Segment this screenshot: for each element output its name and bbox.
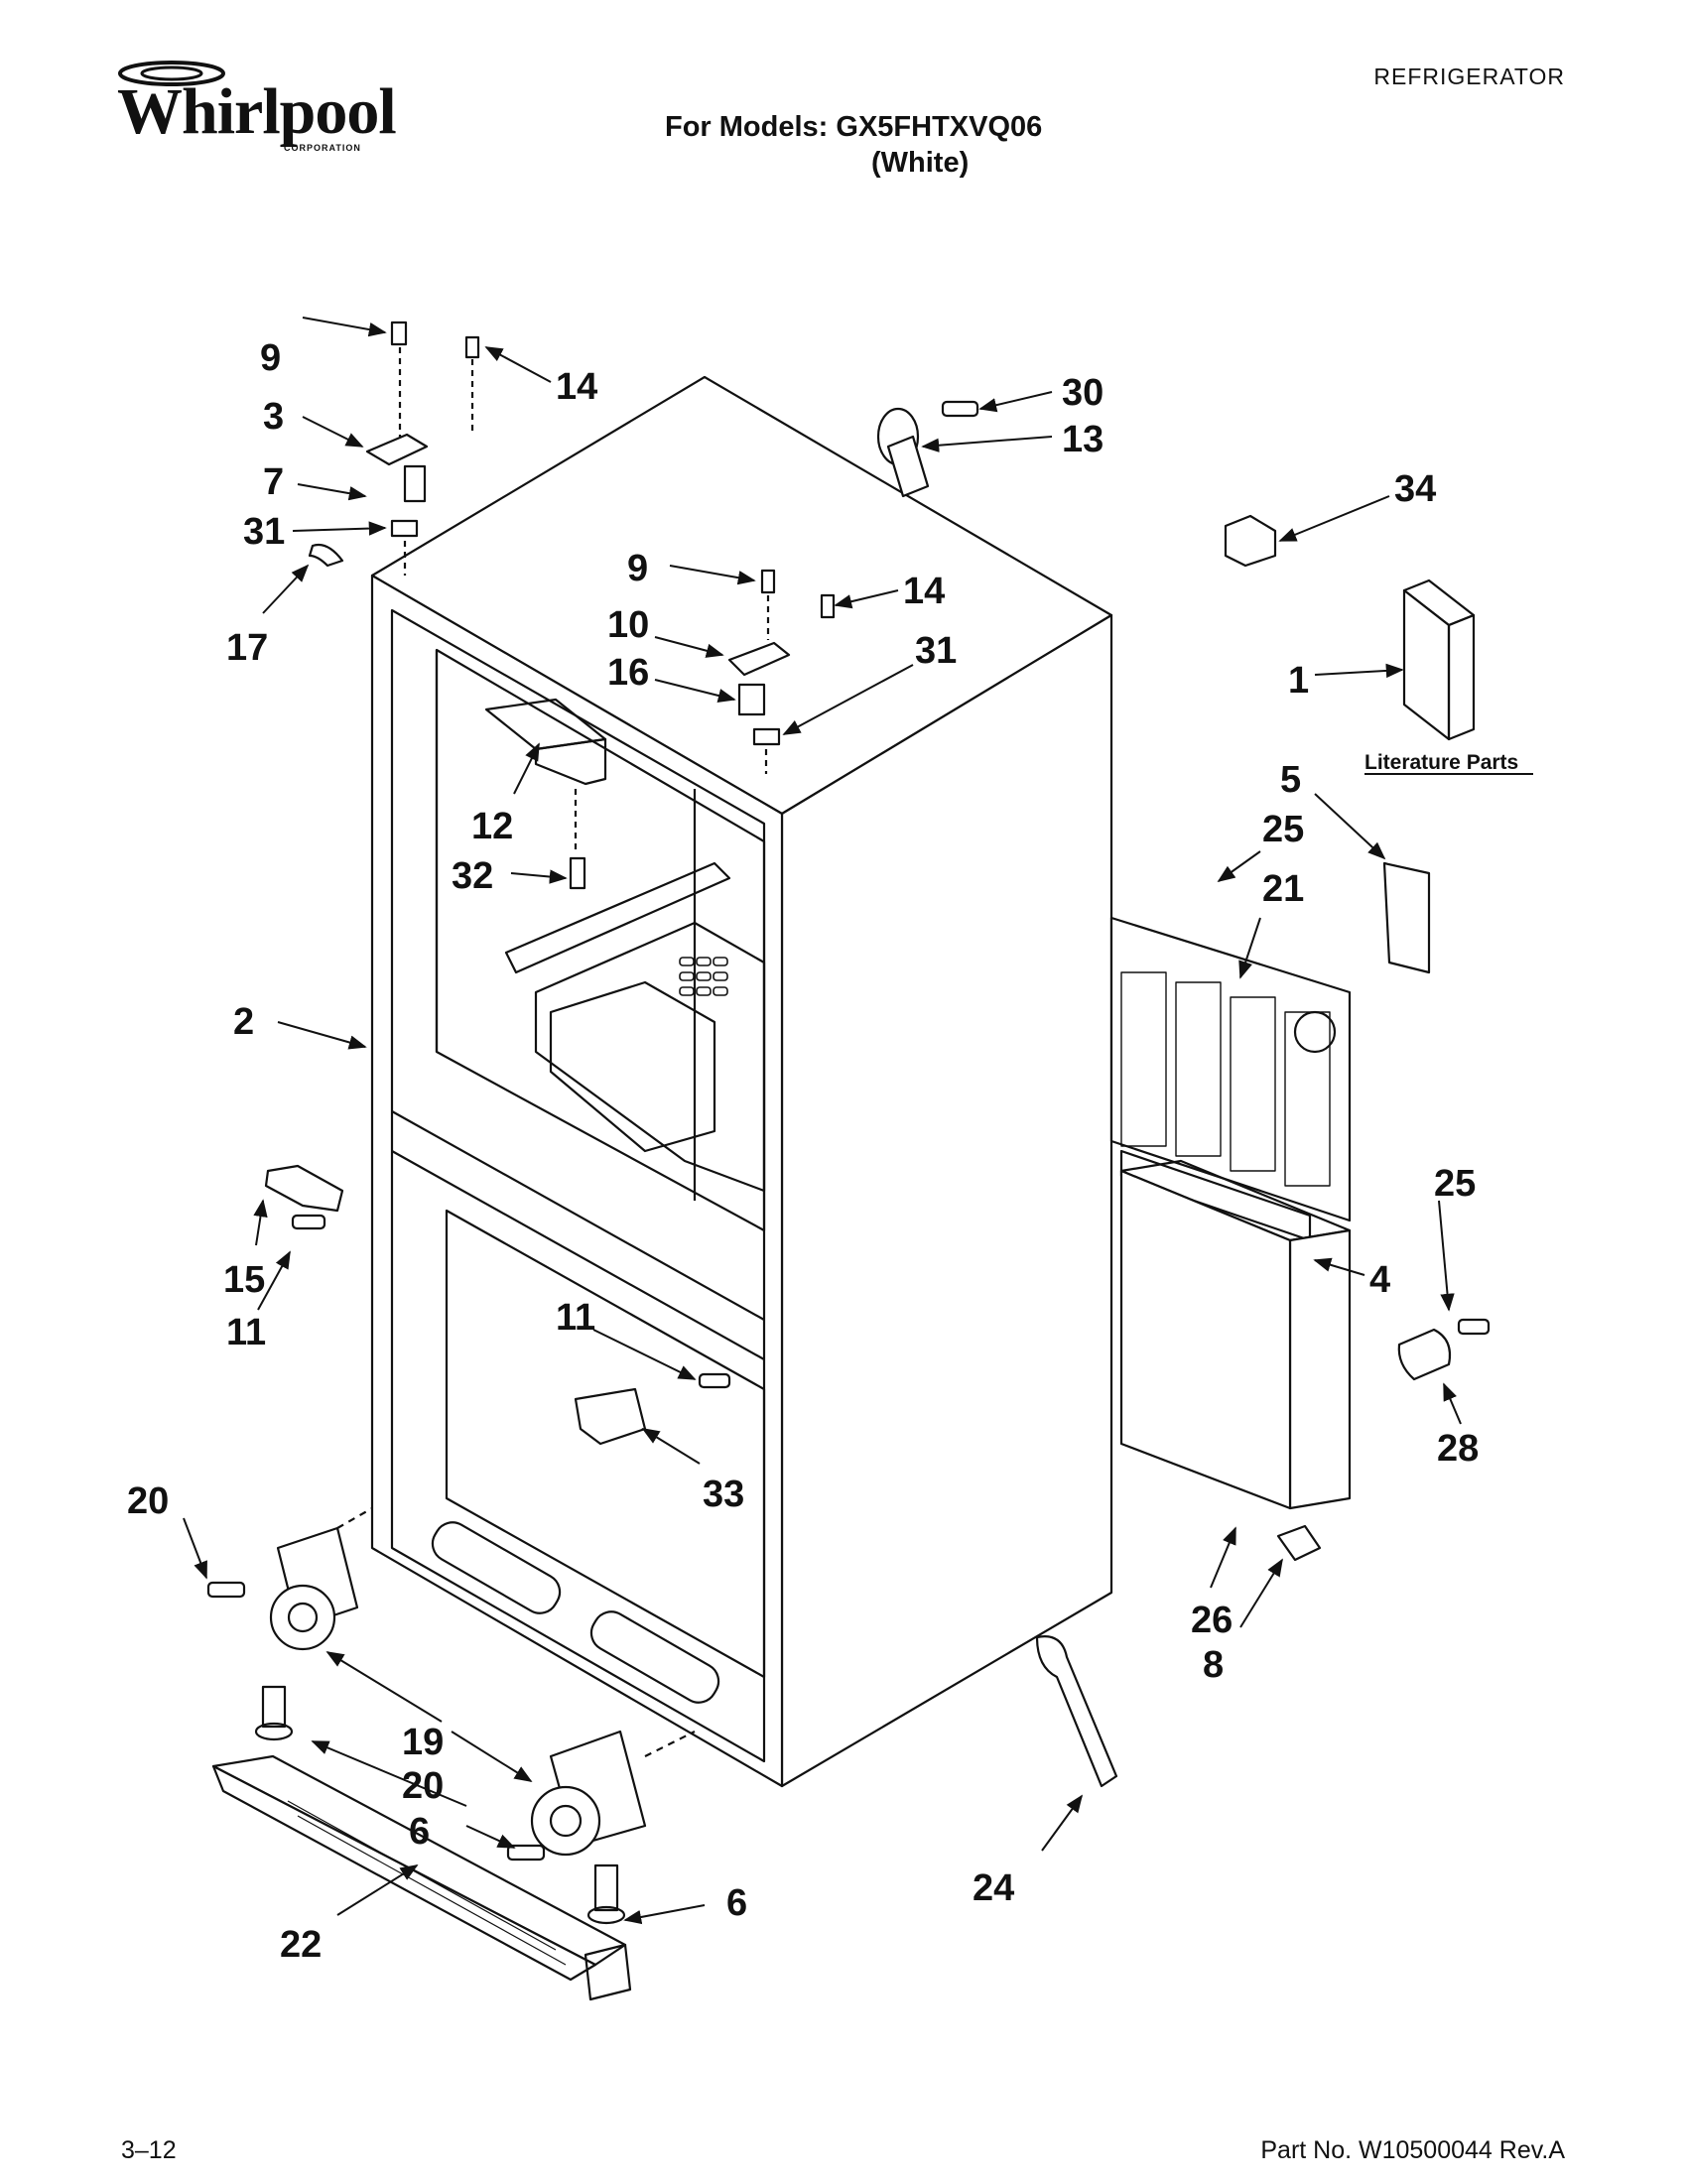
- callout-5: 5: [1280, 759, 1301, 801]
- callout-20-center: 20: [402, 1765, 444, 1807]
- callout-14-top: 14: [556, 366, 597, 408]
- callout-34: 34: [1394, 468, 1436, 510]
- callout-28: 28: [1437, 1428, 1479, 1470]
- callout-21: 21: [1262, 868, 1304, 910]
- literature-parts-label: Literature Parts: [1364, 751, 1518, 774]
- callout-30: 30: [1062, 372, 1104, 414]
- callout-15: 15: [223, 1259, 265, 1301]
- logo-swirl-icon: [118, 61, 225, 86]
- top-left-hinge: [308, 321, 480, 576]
- callout-31-top: 31: [243, 511, 285, 553]
- part-number: Part No. W10500044 Rev.A: [1260, 2136, 1565, 2164]
- model-line: For Models: GX5FHTXVQ06: [665, 111, 1043, 143]
- callout-2: 2: [233, 1001, 254, 1043]
- left-roller-assembly: [206, 1507, 373, 1741]
- callout-9-center: 9: [627, 548, 648, 589]
- callout-10: 10: [607, 604, 649, 646]
- page-number: 3–12: [121, 2136, 177, 2164]
- cabinet-shell: [370, 375, 1113, 1788]
- leveling-wrench: [1035, 1635, 1118, 1788]
- center-hinge: [727, 569, 836, 774]
- callout-26: 26: [1191, 1600, 1233, 1641]
- callout-17: 17: [226, 627, 268, 669]
- callout-8: 8: [1203, 1644, 1224, 1686]
- callout-16: 16: [607, 652, 649, 694]
- product-category: REFRIGERATOR: [1373, 64, 1565, 89]
- callout-11-left: 11: [226, 1312, 266, 1353]
- liner-vents: [679, 957, 728, 996]
- callout-19: 19: [402, 1722, 444, 1763]
- callout-33: 33: [703, 1474, 744, 1515]
- clip-part: [1224, 514, 1277, 568]
- callout-14-center: 14: [903, 571, 945, 612]
- right-roller-assembly: [506, 1730, 696, 1925]
- callout-13: 13: [1062, 419, 1104, 460]
- callout-22: 22: [280, 1924, 322, 1966]
- leader-lines: [183, 317, 1462, 1925]
- callout-20-left: 20: [127, 1480, 169, 1522]
- cam-bracket: [876, 400, 979, 498]
- callout-6-right: 6: [726, 1882, 747, 1924]
- callout-4: 4: [1369, 1259, 1390, 1301]
- callout-31-center: 31: [915, 630, 957, 672]
- rear-access-panel: [1109, 916, 1352, 1222]
- hose-clamp: [1397, 1328, 1452, 1381]
- callout-25-lower: 25: [1434, 1163, 1476, 1205]
- callout-32: 32: [452, 855, 493, 897]
- brand-corporation: CORPORATION: [284, 143, 361, 153]
- callout-11-center: 11: [556, 1297, 595, 1339]
- lower-bracket: [574, 1387, 647, 1446]
- brand-wordmark: Whirlpool: [117, 75, 397, 148]
- stop-clip: [1276, 1524, 1322, 1562]
- callout-12: 12: [471, 806, 513, 847]
- callout-1: 1: [1288, 660, 1309, 702]
- callout-24: 24: [973, 1867, 1014, 1909]
- literature-book: [1402, 578, 1476, 741]
- callout-3: 3: [263, 396, 284, 438]
- kick-plate: [1119, 1159, 1352, 1510]
- callout-6-left: 6: [409, 1811, 430, 1853]
- callout-25-upper: 25: [1262, 809, 1304, 850]
- callout-9-top: 9: [260, 337, 281, 379]
- callout-labels: 9 14 3 7 31 17 30 13 34 9 14 10 16 31 1 …: [127, 337, 1518, 1966]
- callout-7: 7: [263, 461, 284, 503]
- mid-hinge-bracket: [264, 1164, 344, 1213]
- color-line: (White): [871, 147, 970, 179]
- whirlpool-logo: Whirlpool CORPORATION: [117, 58, 397, 167]
- cover-clip: [1382, 861, 1431, 974]
